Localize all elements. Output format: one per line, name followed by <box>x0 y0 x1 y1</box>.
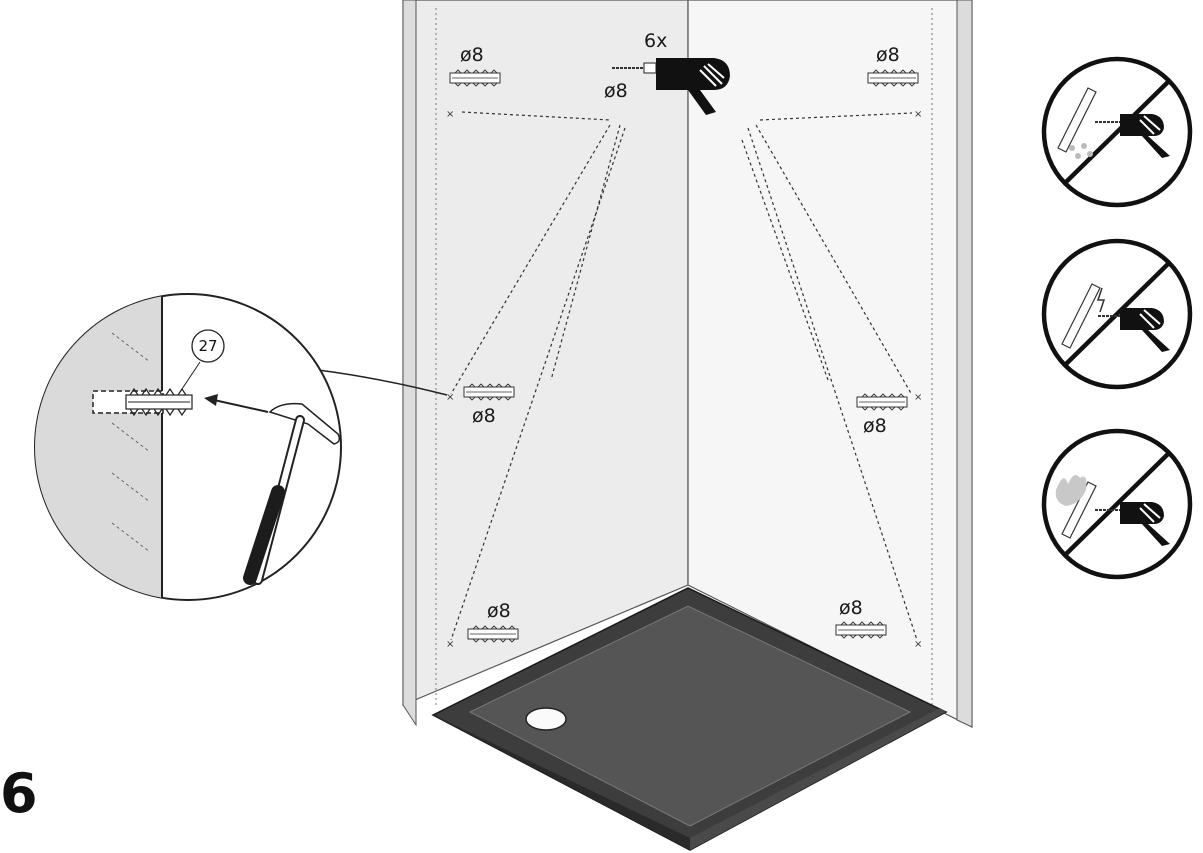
svg-text:×: × <box>446 639 454 650</box>
drill-icon <box>612 58 730 115</box>
svg-text:×: × <box>446 392 454 403</box>
hammer-icon <box>243 402 341 585</box>
wall-plug-bottom-left: ø8 <box>467 600 519 643</box>
drain-hole <box>525 707 567 731</box>
drill-diameter: ø8 <box>604 80 628 102</box>
wall-plug-top-right: ø8 <box>867 44 919 87</box>
anchor-label-top-right: ø8 <box>876 44 900 66</box>
no-electrical-cable-icon <box>1041 238 1193 390</box>
wall-plug-mid-left: ø8 <box>463 383 515 427</box>
part-number-callout: 27 <box>198 337 217 355</box>
shower-corner-walls <box>402 0 973 728</box>
anchor-label-mid-left: ø8 <box>472 405 496 427</box>
svg-text:×: × <box>914 639 922 650</box>
svg-text:×: × <box>914 109 922 120</box>
shower-tray <box>431 587 948 851</box>
wall-plug-top-left: ø8 <box>449 44 501 87</box>
drill-points: × × × × × × <box>446 109 922 650</box>
anchor-label-mid-right: ø8 <box>863 415 887 437</box>
step-number: 6 <box>0 762 38 825</box>
anchor-label-top-left: ø8 <box>460 44 484 66</box>
wall-plug-mid-right: ø8 <box>856 393 908 437</box>
detail-magnifier: 27 <box>34 293 448 601</box>
anchor-label-bottom-left: ø8 <box>487 600 511 622</box>
wall-plug-bottom-right: ø8 <box>835 597 887 639</box>
no-water-pipe-icon <box>1041 56 1193 208</box>
warning-icons <box>1041 56 1193 580</box>
anchor-label-bottom-right: ø8 <box>839 597 863 619</box>
svg-text:×: × <box>914 392 922 403</box>
no-gas-pipe-icon <box>1041 428 1193 580</box>
drill-quantity: 6x <box>644 30 667 52</box>
svg-text:×: × <box>446 109 454 120</box>
drill-guide-lines <box>450 111 918 641</box>
hammer-direction-arrow <box>204 394 269 413</box>
